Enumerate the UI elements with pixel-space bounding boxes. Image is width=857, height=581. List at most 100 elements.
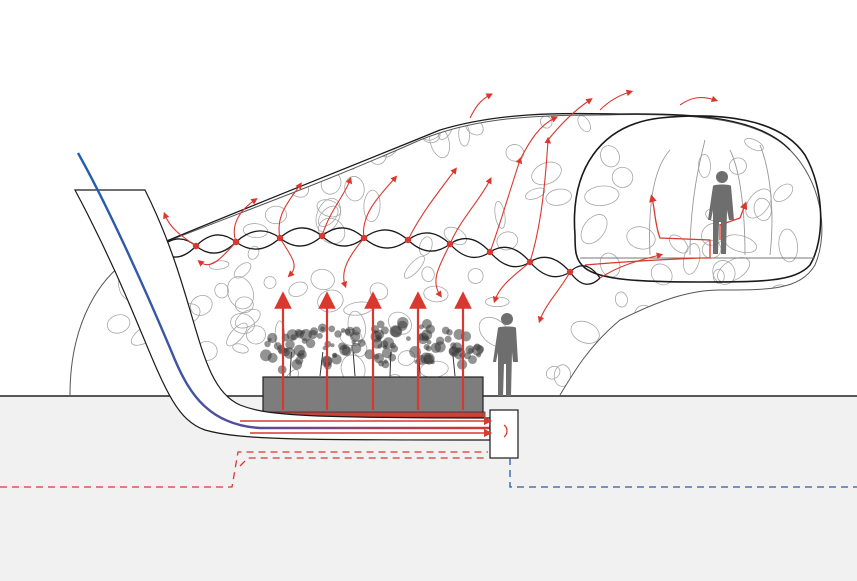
cushion-top xyxy=(195,234,237,247)
lattice-cell xyxy=(584,185,620,207)
shell-outline-top xyxy=(149,112,791,249)
lattice-cell xyxy=(728,157,747,175)
lattice-cell xyxy=(467,268,484,284)
tree-leaf-cluster xyxy=(267,352,278,363)
membrane-cushions xyxy=(157,227,601,285)
tree-trunk xyxy=(452,351,456,377)
heat-vein xyxy=(233,198,258,243)
heat-vein xyxy=(679,95,719,106)
lattice-cell xyxy=(636,318,668,342)
tree-leaf-cluster xyxy=(444,335,452,343)
tree-leaf-cluster xyxy=(342,344,348,350)
heat-vein xyxy=(537,271,571,324)
tree-leaf-cluster xyxy=(316,332,323,339)
cushion-top xyxy=(569,265,601,279)
lattice-cell xyxy=(247,245,260,260)
tree-leaf-cluster xyxy=(267,332,278,344)
tree-leaf-cluster xyxy=(334,330,342,338)
heat-veins xyxy=(163,89,719,324)
tree-leaf-cluster xyxy=(332,352,338,358)
heat-vein xyxy=(279,237,295,278)
lattice-cell xyxy=(753,197,772,222)
cushion-bottom xyxy=(407,239,451,252)
tree-leaf-cluster xyxy=(465,345,475,355)
lattice-cell xyxy=(226,322,248,347)
lattice-cell xyxy=(305,142,335,156)
lattice-cell xyxy=(421,266,435,282)
cushion-bottom xyxy=(363,237,409,249)
person-silhouette-icon xyxy=(708,171,734,254)
lattice-cell xyxy=(277,154,293,171)
lattice-cell xyxy=(315,197,342,233)
lattice-cell xyxy=(264,205,287,225)
tree-leaf-cluster xyxy=(264,340,271,348)
heat-exchanger-box xyxy=(489,409,519,459)
lattice-cell xyxy=(84,247,108,267)
lattice-cell xyxy=(74,254,106,281)
tree-leaf-cluster xyxy=(374,329,385,340)
lattice-cell xyxy=(778,228,799,263)
tree-leaf-cluster xyxy=(305,338,316,349)
lattice-cell xyxy=(505,144,525,162)
tree-leaf-cluster xyxy=(425,324,435,334)
shell-outline xyxy=(69,113,823,396)
lattice-cell xyxy=(310,268,335,291)
lattice-cell xyxy=(702,311,719,326)
lattice-cell xyxy=(125,147,150,171)
lattice-cell xyxy=(698,154,711,178)
heat-vein xyxy=(449,177,492,245)
lattice-cell xyxy=(234,308,261,329)
lattice-cell xyxy=(759,359,785,391)
cushion-top xyxy=(489,246,531,263)
lattice-cell xyxy=(190,295,213,316)
tree-leaf-cluster xyxy=(376,320,385,329)
tree-leaf-cluster xyxy=(418,324,424,330)
cushion-bottom xyxy=(195,241,237,254)
lattice-cell xyxy=(423,285,449,303)
heat-vein xyxy=(321,176,353,237)
lattice-cell xyxy=(484,296,510,308)
cushion-top xyxy=(407,232,451,245)
lattice-cell xyxy=(317,205,339,227)
lattice-cell xyxy=(135,146,151,168)
tree-leaf-cluster xyxy=(425,336,430,341)
cushion-bottom xyxy=(279,235,323,247)
tree-leaf-cluster xyxy=(380,340,389,348)
heat-vein xyxy=(340,237,365,289)
lattice-cell xyxy=(363,189,381,223)
lattice-cell xyxy=(746,332,766,349)
tree-leaf-cluster xyxy=(446,329,453,336)
exchanger-arrow xyxy=(503,424,508,438)
heat-vein xyxy=(435,243,451,298)
ground-loop-red-2 xyxy=(239,457,488,467)
lattice-cell xyxy=(246,325,266,345)
heat-vein xyxy=(492,261,531,304)
air-supply-line xyxy=(76,152,490,430)
tree-leaf-cluster xyxy=(425,345,432,352)
lattice-cell xyxy=(576,372,595,395)
lattice-cell xyxy=(772,114,788,132)
lattice-cell xyxy=(744,138,764,152)
lattice-cell xyxy=(429,125,451,159)
lattice-cell xyxy=(724,234,758,254)
tree-trunk xyxy=(352,351,356,377)
tree-leaf-cluster xyxy=(317,323,328,333)
tree-leaf-cluster xyxy=(373,353,384,364)
lattice-cell xyxy=(187,114,200,134)
heat-vein xyxy=(529,136,552,263)
heat-vein xyxy=(407,167,457,241)
lattice-cell xyxy=(403,255,425,279)
heat-vein xyxy=(519,116,558,161)
lattice-cell xyxy=(525,187,546,200)
cushion-bottom xyxy=(569,271,601,285)
lattice-cell xyxy=(614,291,628,308)
heat-vein xyxy=(469,93,493,119)
lattice-cell xyxy=(343,301,374,316)
pod-heat-loop xyxy=(584,194,711,266)
lattice-cell xyxy=(779,291,797,312)
lattice-cell xyxy=(683,243,701,275)
lattice-cell xyxy=(187,152,202,170)
cushion-top xyxy=(449,237,491,253)
lattice-cell xyxy=(661,315,691,336)
